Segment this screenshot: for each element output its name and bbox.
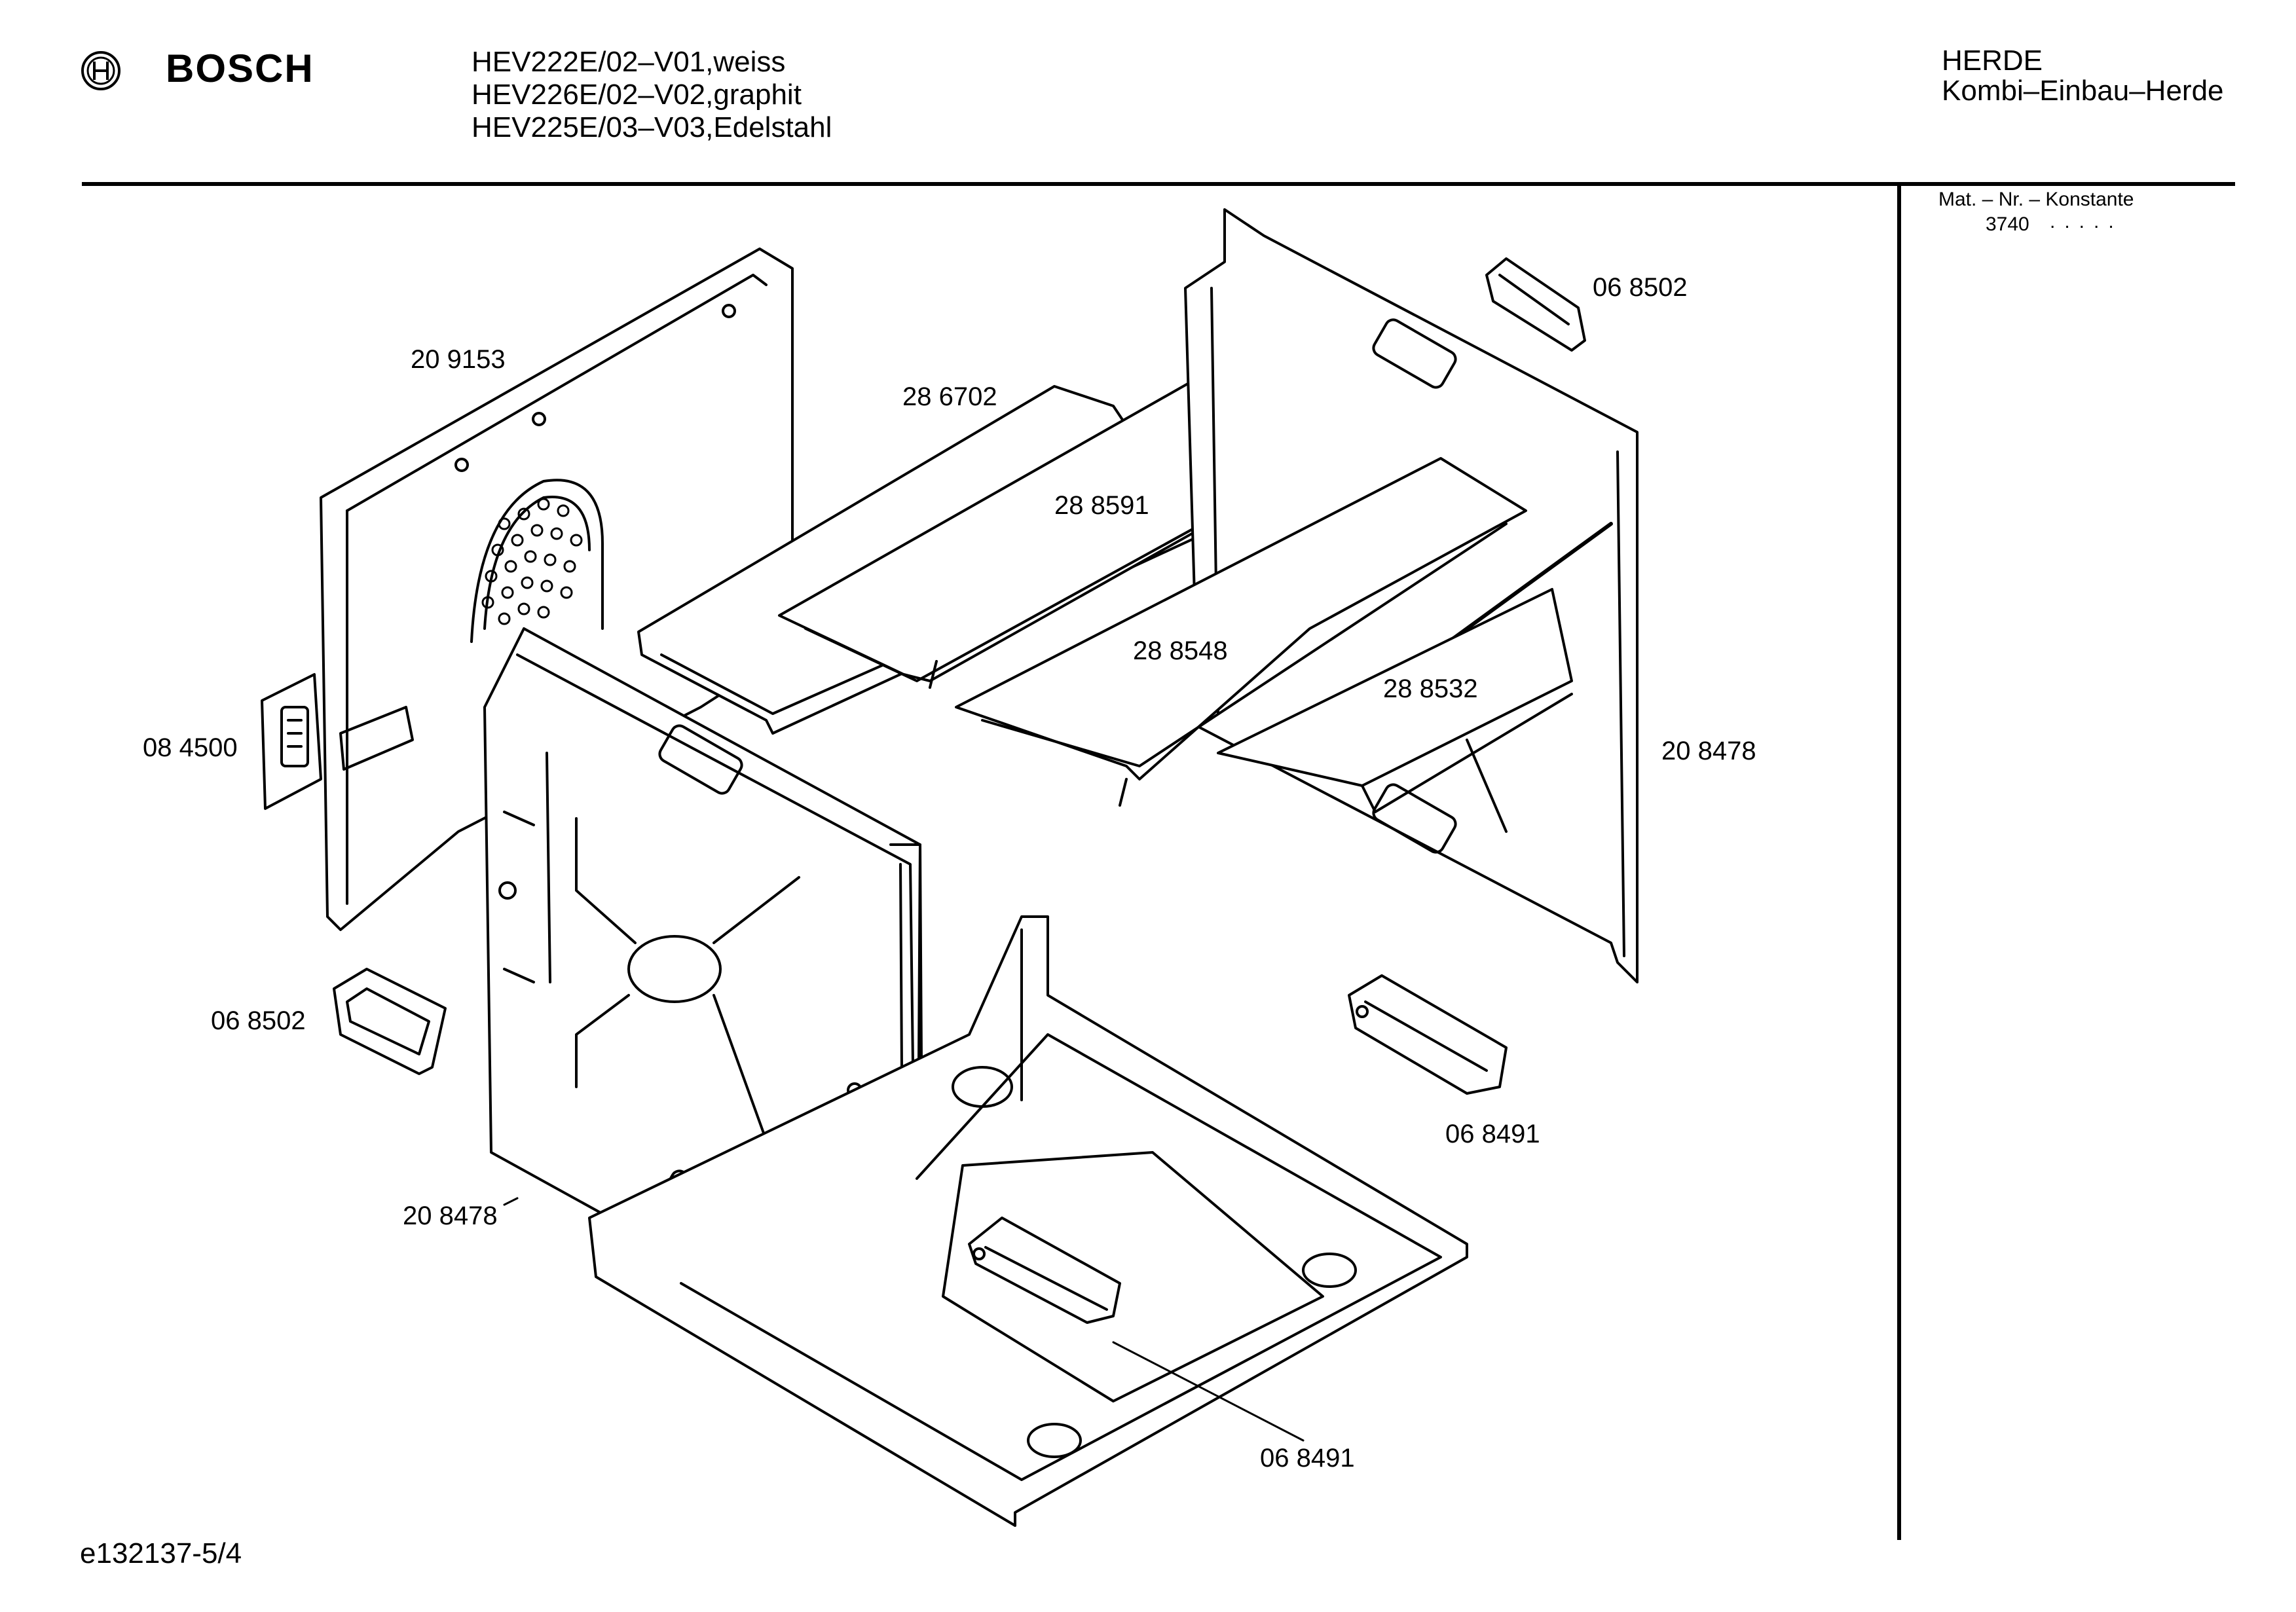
- part-label-208478-right: 20 8478: [1661, 737, 1756, 765]
- part-label-084500: 08 4500: [143, 733, 238, 762]
- header-divider: [82, 182, 2235, 186]
- part-label-288532: 28 8532: [1383, 674, 1478, 703]
- part-label-208478-left: 20 8478: [403, 1201, 498, 1230]
- leader-lines: [503, 1197, 1305, 1442]
- back-panel-part: [320, 247, 794, 931]
- vent-piece-right-part: [1485, 257, 1586, 352]
- model-line-1: HEV222E/02–V01,weiss: [472, 46, 786, 78]
- shelf-bracket-upper-part: [1348, 974, 1508, 1095]
- part-label-209153: 20 9153: [411, 345, 506, 374]
- mat-nr-dots: .....: [2050, 211, 2123, 232]
- model-line-3: HEV225E/03–V03,Edelstahl: [472, 111, 832, 143]
- right-side-wall-part: [1184, 208, 1639, 983]
- part-label-068491-lower: 06 8491: [1260, 1444, 1355, 1473]
- part-label-288591: 28 8591: [1054, 491, 1149, 520]
- model-line-2: HEV226E/02–V02,graphit: [472, 79, 802, 111]
- mat-nr-value: 3740: [1986, 213, 2029, 235]
- product-category: HERDE Kombi–Einbau–Herde: [1942, 46, 2224, 106]
- brand-name: BOSCH: [166, 46, 314, 90]
- lower-shelf-part: [1217, 588, 1573, 833]
- shelf-bracket-lower-part: [968, 1217, 1121, 1324]
- part-label-068491-upper: 06 8491: [1445, 1120, 1540, 1148]
- category-line-2: Kombi–Einbau–Herde: [1942, 75, 2224, 107]
- side-panel-divider: [1897, 185, 1901, 1540]
- part-label-068502-right: 06 8502: [1593, 273, 1688, 302]
- model-list: HEV222E/02–V01,weiss HEV226E/02–V02,grap…: [472, 46, 832, 144]
- fan-grille: [481, 498, 583, 625]
- mat-nr-label: Mat. – Nr. – Konstante: [1938, 189, 2134, 210]
- control-module-part: [261, 673, 414, 810]
- bosch-logo-icon: [81, 51, 120, 90]
- part-label-068502-left: 06 8502: [211, 1006, 306, 1035]
- part-label-286702: 28 6702: [902, 382, 997, 411]
- category-line-1: HERDE: [1942, 45, 2043, 77]
- document-id: e132137-5/4: [80, 1537, 242, 1569]
- vent-piece-left-part: [333, 968, 447, 1075]
- part-label-288548: 28 8548: [1133, 636, 1228, 665]
- bottom-tray-part: [588, 915, 1468, 1527]
